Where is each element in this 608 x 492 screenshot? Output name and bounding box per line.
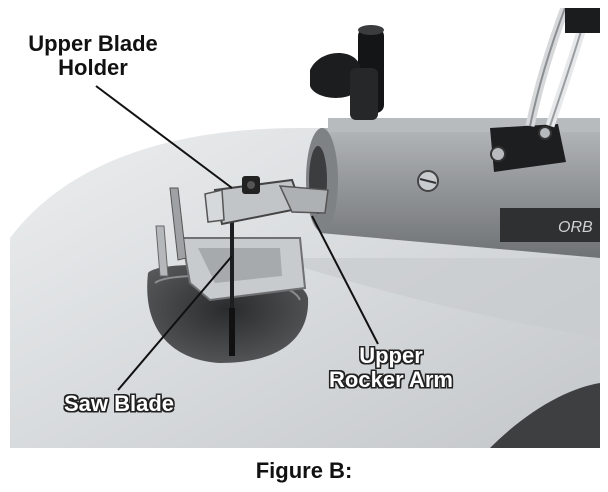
callout-upper-blade-holder: Upper Blade Holder [8, 32, 178, 80]
callout-upper-blade-holder-line2: Holder [58, 55, 128, 80]
tension-knob [310, 52, 360, 98]
base-cutout [490, 383, 600, 448]
callout-upper-rocker-arm: Upper Rocker Arm [296, 344, 486, 392]
callout-upper-rocker-arm-line1: Upper [359, 343, 423, 368]
callout-saw-blade: Saw Blade [63, 391, 175, 416]
figure-caption: Figure B: [255, 458, 353, 483]
callout-upper-blade-holder-line1: Upper Blade [28, 31, 158, 56]
callout-upper-rocker-arm-line2: Rocker Arm [329, 367, 453, 392]
arm-plate-text: ORB [558, 219, 593, 236]
